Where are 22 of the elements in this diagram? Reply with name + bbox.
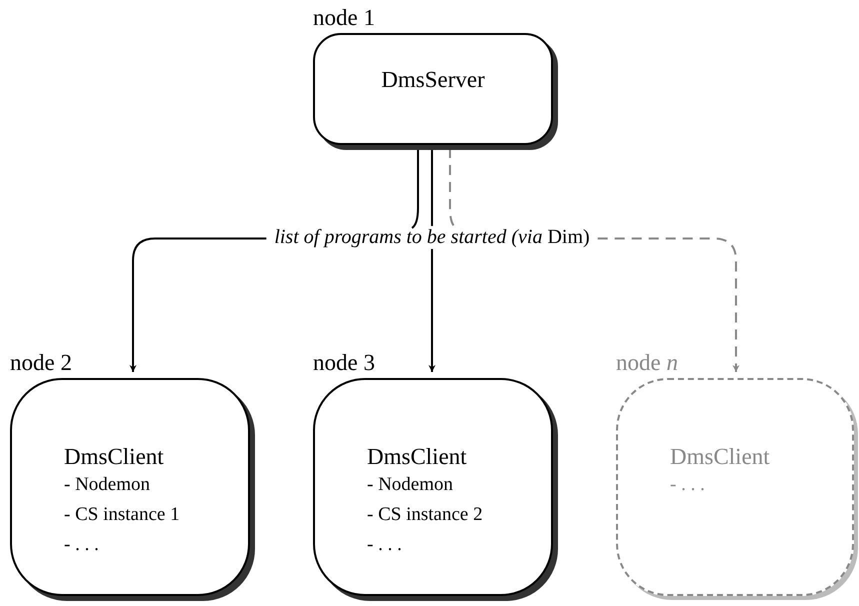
node-label: node 3 bbox=[313, 350, 375, 376]
list-item: - Nodemon bbox=[64, 474, 150, 496]
connector-line bbox=[431, 148, 433, 226]
node-label: node n bbox=[616, 350, 678, 376]
connector-line bbox=[449, 148, 457, 229]
list-item: - CS instance 1 bbox=[64, 504, 180, 526]
node-label: node 2 bbox=[10, 350, 72, 376]
edge-label: list of programs to be started (via Dim) bbox=[266, 226, 598, 249]
list-item: - . . . bbox=[670, 474, 705, 496]
list-item: - . . . bbox=[64, 534, 99, 556]
arrow bbox=[598, 238, 740, 372]
list-item: - CS instance 2 bbox=[367, 504, 483, 526]
program-name: DmsServer bbox=[380, 67, 486, 93]
arrow bbox=[428, 249, 436, 372]
program-name: DmsClient bbox=[64, 444, 164, 470]
program-name: DmsClient bbox=[367, 444, 467, 470]
list-item: - Nodemon bbox=[367, 474, 454, 496]
arrow bbox=[130, 238, 266, 372]
list-item: - . . . bbox=[367, 534, 402, 556]
connector-line bbox=[411, 148, 419, 229]
node-label: node 1 bbox=[313, 5, 375, 31]
program-name: DmsClient bbox=[670, 444, 770, 470]
